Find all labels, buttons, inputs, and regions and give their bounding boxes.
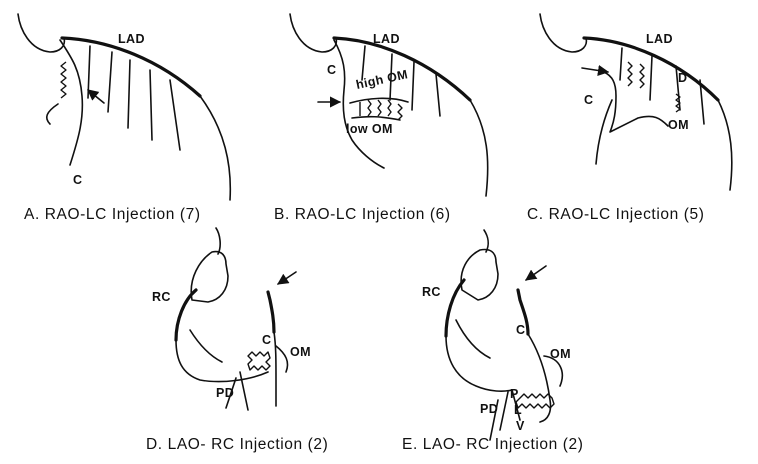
collateral-vessel [60,61,67,99]
panel-d: RC C OM PD D. LAO- RC Injection (2) [146,227,328,453]
label-p: P [510,387,519,401]
diagonal-branches [361,45,441,117]
caption-b: B. RAO-LC Injection (6) [274,206,451,223]
panel-b: LAD C high OM low OM B. RAO-LC Injection… [274,13,489,223]
aorta-outline [190,250,229,303]
label-om: OM [290,345,311,359]
rc-artery-proximal [174,288,198,342]
diagonal-branches [619,47,705,125]
arrow-icon [581,64,610,77]
panel-a: LAD C A. RAO-LC Injection (7) [17,13,232,223]
circumflex-distal [273,331,277,407]
label-v: V [516,419,525,433]
om-branch [543,355,564,387]
panel-e: RC C OM PD P L V E. LAO- RC Injection (2… [402,229,584,453]
arrow-icon [87,89,105,104]
label-rc: RC [152,290,171,304]
label-lad: LAD [118,32,145,46]
label-lad: LAD [373,32,400,46]
label-low-om: low OM [346,122,393,136]
label-c: C [73,173,82,187]
circumflex-artery [333,39,385,169]
label-c: C [262,333,271,347]
caption-c: C. RAO-LC Injection (5) [527,206,704,223]
lad-artery [60,36,202,98]
caption-d: D. LAO- RC Injection (2) [146,436,328,453]
label-pd: PD [216,386,234,400]
panel-c: LAD D C OM C. RAO-LC Injection (5) [527,13,733,223]
label-c: C [516,323,525,337]
arrow-icon [277,271,297,285]
circumflex-lower [595,99,613,165]
pd-artery [225,371,249,411]
circumflex-artery [59,39,84,166]
aorta-outline [539,13,588,53]
high-om-branch [349,97,409,104]
rc-artery-proximal [444,278,466,338]
lc-artery [266,290,276,334]
label-d: D [678,71,687,85]
lad-distal [469,99,489,197]
lc-artery [516,288,530,336]
lad-artery [332,36,472,102]
label-c: C [584,93,593,107]
rc-artery-distal [175,339,269,383]
aorta-outline [460,248,499,301]
low-om-branch [351,115,401,121]
diagonal-branches [87,45,181,151]
aorta-outline [17,13,66,53]
label-rc: RC [422,285,441,299]
label-om: OM [668,118,689,132]
label-l: L [514,403,522,417]
lad-distal [199,95,232,201]
collateral-vessels [627,61,645,89]
circumflex-distal [527,333,552,423]
arrow-icon [525,265,547,281]
caption-e: E. LAO- RC Injection (2) [402,436,584,453]
aorta-stem [483,229,489,253]
rv-branch [455,319,491,359]
rv-branch [189,329,223,363]
pd-plv-arteries [489,389,521,441]
lad-distal [717,99,733,191]
collateral-vessel [247,351,271,371]
collateral-end [45,103,59,125]
circumflex-artery [603,71,669,133]
om-branch [275,345,289,373]
aorta-outline [289,13,338,53]
lad-artery [582,36,720,102]
collateral-d [675,93,681,113]
collateral-vessels [359,99,392,117]
collateral-om [397,103,403,121]
label-om: OM [550,347,571,361]
label-lad: LAD [646,32,673,46]
collateral-vessel [515,393,555,409]
rc-artery-distal [445,335,513,392]
label-pd: PD [480,402,498,416]
label-c: C [327,63,336,77]
aorta-stem [215,227,221,255]
caption-a: A. RAO-LC Injection (7) [24,206,201,223]
